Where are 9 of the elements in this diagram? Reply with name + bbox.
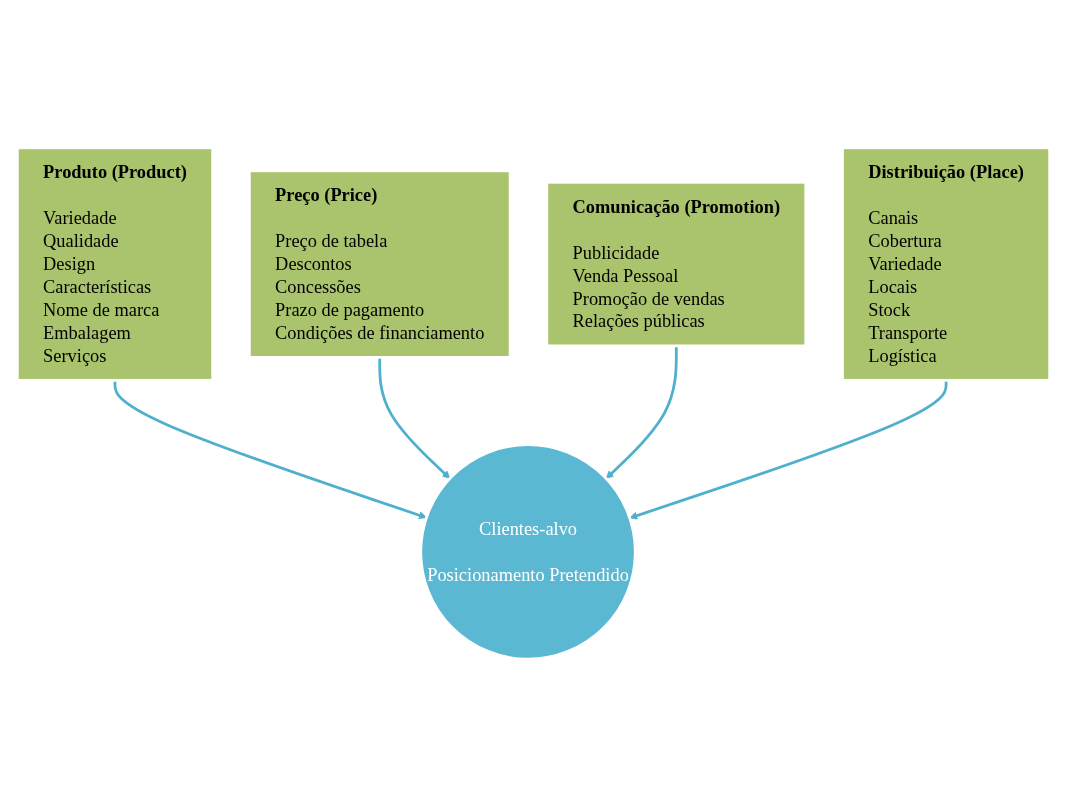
arrow <box>629 380 948 520</box>
node-box: Preço (Price) Preço de tabela Descontos Concessões Prazo de pagamento Condições de financiamento <box>248 169 512 359</box>
arrow <box>378 357 451 479</box>
node-box: Produto (Product) Variedade Qualidade Design Características Nome de marca Embalagem Serviços <box>15 146 214 382</box>
node-box: Comunicação (Promotion) Publicidade Venda Pessoal Promoção de vendas Relações públicas <box>545 180 808 348</box>
arrow <box>605 345 678 479</box>
node-box: Distribuição (Place) Canais Cobertura Variedade Locais Stock Transporte Logística <box>841 146 1052 382</box>
node-circle: Clientes-alvo Posicionamento Pretendido <box>419 443 637 661</box>
arrow <box>113 380 427 520</box>
